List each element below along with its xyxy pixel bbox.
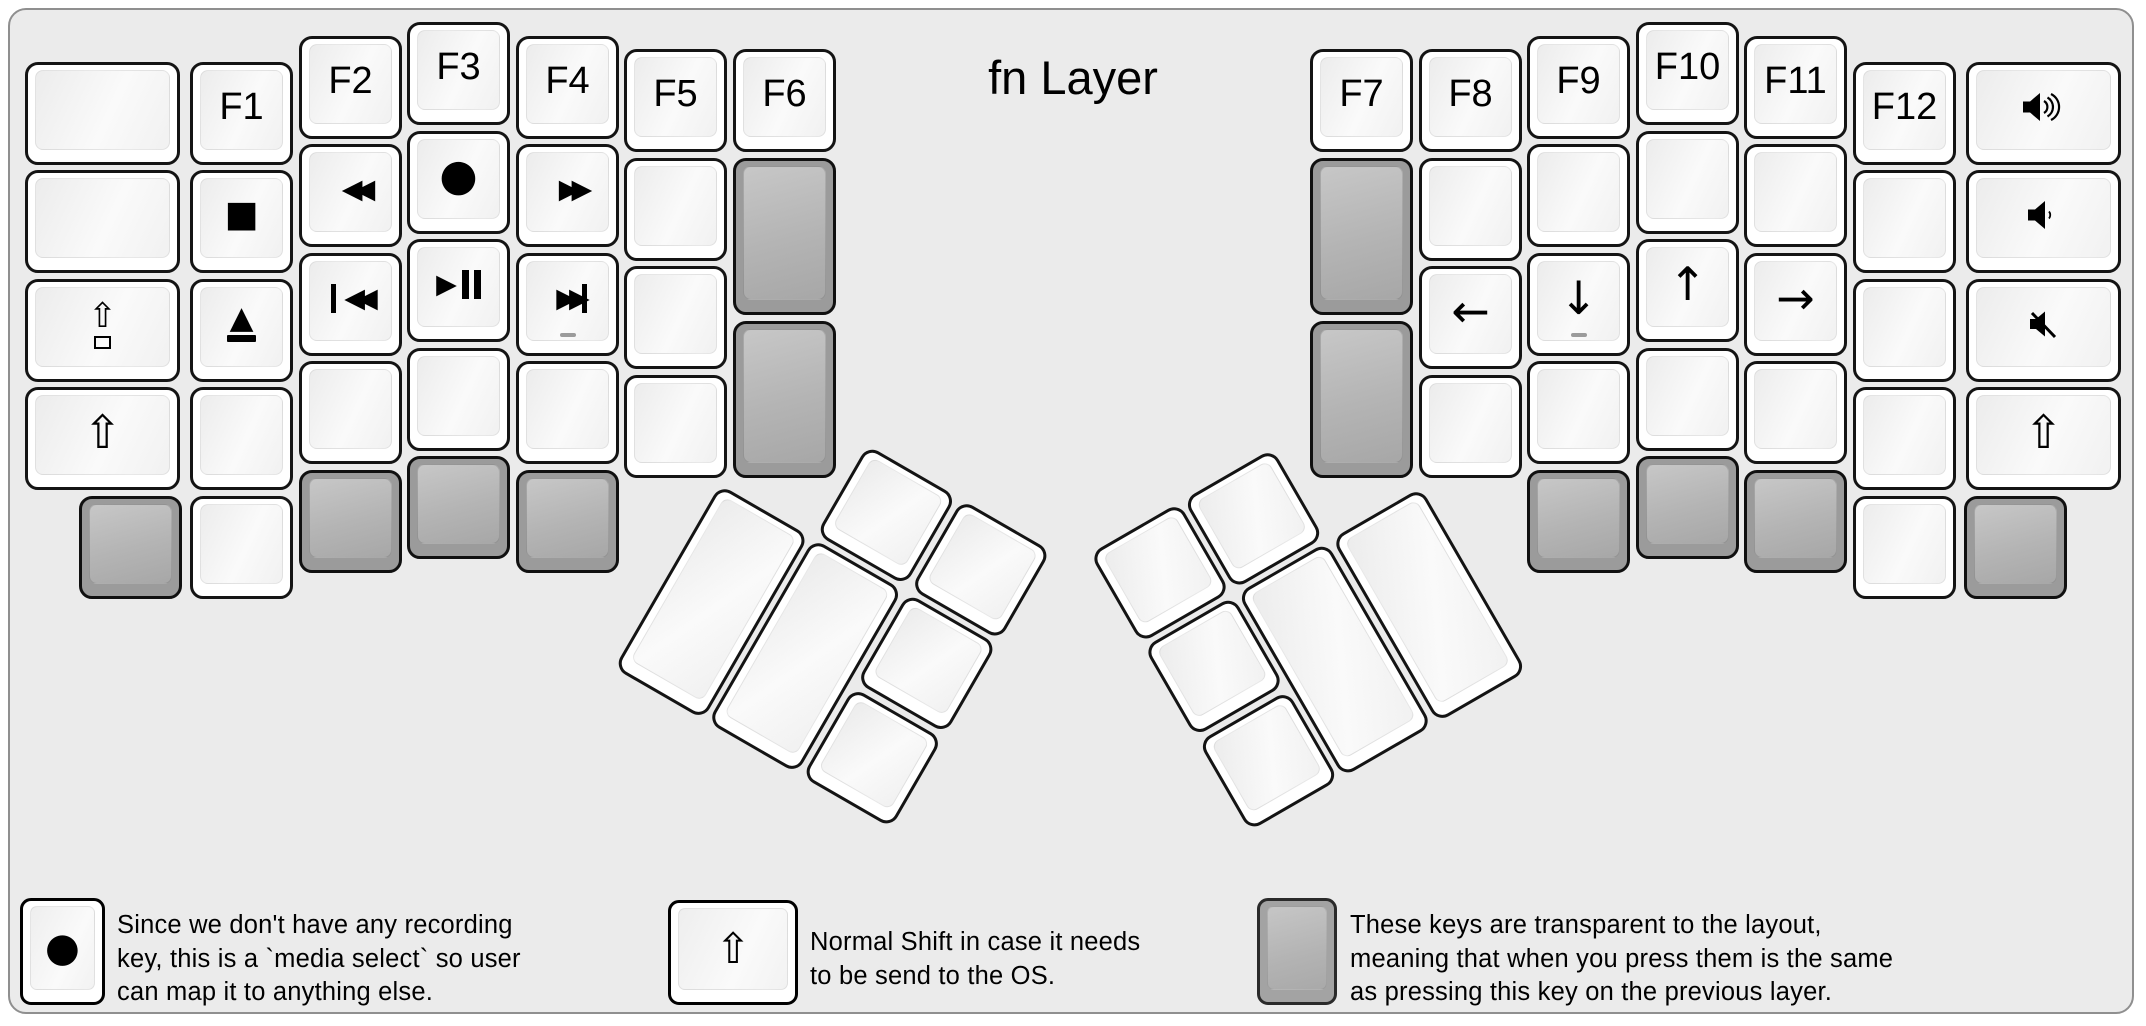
key-blank[interactable] [516, 361, 619, 464]
key-blank[interactable] [25, 170, 180, 273]
key-f3[interactable]: F3 [407, 22, 510, 125]
key-f8[interactable]: F8 [1419, 49, 1522, 152]
key-arrow-down[interactable]: ↓ [1527, 253, 1630, 356]
legend-text-media-select: Since we don't have any recording key, t… [117, 911, 521, 1006]
eject-icon: ▲ [227, 303, 256, 342]
key-blank[interactable] [1419, 375, 1522, 478]
key-arrow-up[interactable]: ↑ [1636, 239, 1739, 342]
key-blank[interactable] [1744, 361, 1847, 464]
down-arrow-icon: ↓ [1559, 271, 1598, 325]
key-blank[interactable] [1853, 279, 1956, 382]
volume-down-icon [2027, 201, 2051, 229]
key-blank[interactable] [190, 496, 293, 599]
left-arrow-icon: ← [1451, 284, 1490, 338]
layer-title: fn Layer [988, 51, 1158, 104]
key-transparent[interactable] [79, 496, 182, 599]
key-stop[interactable]: ■ [190, 170, 293, 273]
key-blank[interactable] [624, 266, 727, 369]
key-arrow-right[interactable]: → [1744, 253, 1847, 356]
mute-icon [2029, 311, 2056, 339]
up-arrow-icon: ↑ [1668, 257, 1707, 311]
stop-icon: ■ [224, 194, 259, 235]
key-f7[interactable]: F7 [1310, 49, 1413, 152]
key-f9[interactable]: F9 [1527, 36, 1630, 139]
key-blank[interactable] [25, 62, 180, 165]
key-prev-track[interactable]: ◀◀ [299, 253, 402, 356]
key-volume-down[interactable] [1966, 170, 2121, 273]
key-f2[interactable]: F2 [299, 36, 402, 139]
right-arrow-icon: → [1776, 271, 1815, 325]
key-f12[interactable]: F12 [1853, 62, 1956, 165]
shift-icon: ⇧ [715, 924, 751, 973]
key-eject[interactable]: ▲ [190, 279, 293, 382]
legend-key-shift: ⇧ [668, 900, 798, 1005]
key-blank[interactable] [1527, 361, 1630, 464]
key-f11[interactable]: F11 [1744, 36, 1847, 139]
key-f10[interactable]: F10 [1636, 22, 1739, 125]
legend-text-transparent: These keys are transparent to the layout… [1350, 911, 1894, 1006]
key-fast-forward[interactable]: ▶▶ [516, 144, 619, 247]
key-blank[interactable] [1744, 144, 1847, 247]
next-track-icon: ▶▶ [548, 283, 590, 313]
play-pause-icon: ▶ [436, 269, 481, 299]
key-transparent[interactable] [1744, 470, 1847, 573]
key-transparent[interactable] [733, 158, 836, 315]
key-blank[interactable] [190, 387, 293, 490]
record-icon: ● [439, 150, 478, 201]
rewind-icon: ◀◀ [341, 173, 375, 205]
key-caps-lock[interactable]: ⇧ [25, 279, 180, 382]
caps-lock-icon: ⇧ [88, 299, 117, 349]
key-next-track[interactable]: ▶▶ [516, 253, 619, 356]
key-f4[interactable]: F4 [516, 36, 619, 139]
key-rewind[interactable]: ◀◀ [299, 144, 402, 247]
key-transparent[interactable] [407, 456, 510, 559]
key-blank[interactable] [1636, 348, 1739, 451]
key-transparent[interactable] [516, 470, 619, 573]
key-blank[interactable] [624, 375, 727, 478]
key-transparent[interactable] [1964, 496, 2067, 599]
legend-key-transparent [1257, 898, 1337, 1005]
key-transparent[interactable] [1310, 158, 1413, 315]
key-transparent[interactable] [733, 321, 836, 478]
key-arrow-left[interactable]: ← [1419, 266, 1522, 369]
front-legend-dash [1570, 333, 1587, 337]
key-f1[interactable]: F1 [190, 62, 293, 165]
key-blank[interactable] [1853, 170, 1956, 273]
key-blank[interactable] [1636, 131, 1739, 234]
key-transparent[interactable] [1310, 321, 1413, 478]
key-transparent[interactable] [299, 470, 402, 573]
key-blank[interactable] [299, 361, 402, 464]
key-f6[interactable]: F6 [733, 49, 836, 152]
key-shift-left[interactable]: ⇧ [25, 387, 180, 490]
key-blank[interactable] [407, 348, 510, 451]
shift-icon: ⇧ [2024, 405, 2063, 459]
key-blank[interactable] [1419, 158, 1522, 261]
front-legend-dash [559, 333, 576, 337]
key-transparent[interactable] [1527, 470, 1630, 573]
key-blank[interactable] [624, 158, 727, 261]
record-icon: ● [45, 925, 80, 971]
previous-track-icon: ◀◀ [331, 283, 378, 313]
key-blank[interactable] [1527, 144, 1630, 247]
key-mute[interactable] [1966, 279, 2121, 382]
key-shift-right[interactable]: ⇧ [1966, 387, 2121, 490]
shift-icon: ⇧ [83, 405, 122, 459]
key-blank[interactable] [1853, 496, 1956, 599]
key-f5[interactable]: F5 [624, 49, 727, 152]
key-volume-up[interactable] [1966, 62, 2121, 165]
legend-key-media-select: ● [20, 898, 105, 1005]
key-media-select[interactable]: ● [407, 131, 510, 234]
key-blank[interactable] [1853, 387, 1956, 490]
key-transparent[interactable] [1636, 456, 1739, 559]
volume-up-icon [2022, 93, 2060, 121]
legend-text-shift: Normal Shift in case it needs to be send… [810, 928, 1141, 990]
key-play-pause[interactable]: ▶ [407, 239, 510, 342]
fast-forward-icon: ▶▶ [558, 173, 592, 205]
